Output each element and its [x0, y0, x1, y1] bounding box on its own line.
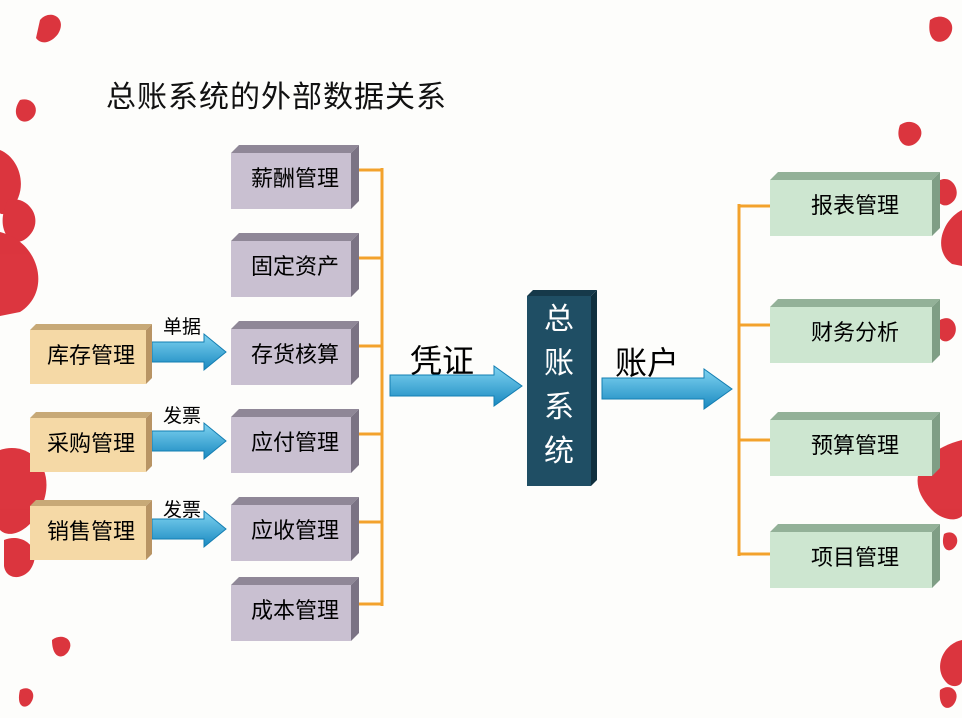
account-label: 账户 — [615, 344, 680, 382]
core-char: 系 — [544, 390, 574, 425]
module-box-cost: 成本管理 — [231, 577, 359, 641]
module-box-purchasing: 采购管理 — [30, 412, 152, 472]
module-label: 成本管理 — [250, 599, 339, 624]
module-label: 预算管理 — [810, 434, 899, 459]
arrow-label-invoice-2: 发票 — [163, 499, 202, 521]
module-label: 销售管理 — [46, 520, 135, 545]
module-label: 项目管理 — [810, 546, 899, 571]
core-char: 总 — [544, 302, 574, 337]
module-label: 应付管理 — [250, 431, 339, 456]
arrow-left-1 — [151, 332, 227, 372]
module-label: 存货核算 — [250, 343, 339, 368]
diagram-title: 总账系统的外部数据关系 — [106, 80, 447, 115]
module-label: 库存管理 — [46, 344, 135, 369]
module-box-inventory: 库存管理 — [30, 324, 152, 384]
module-box-financial-analysis: 财务分析 — [770, 299, 940, 363]
module-label: 报表管理 — [810, 194, 899, 219]
arrow-left-2 — [151, 421, 227, 461]
module-label: 财务分析 — [810, 321, 899, 346]
account-arrow — [601, 368, 733, 410]
general-ledger-box — [527, 290, 597, 486]
voucher-arrow — [389, 365, 523, 407]
module-box-fixed-assets: 固定资产 — [231, 233, 359, 297]
module-box-payables: 应付管理 — [231, 409, 359, 473]
module-box-budgeting: 预算管理 — [770, 412, 940, 476]
module-label: 薪酬管理 — [250, 167, 339, 192]
module-box-payroll: 薪酬管理 — [231, 145, 359, 209]
arrow-left-3 — [151, 509, 227, 549]
module-box-receivables: 应收管理 — [231, 497, 359, 561]
module-label: 采购管理 — [46, 432, 135, 457]
core-char: 账 — [544, 346, 574, 381]
core-char: 统 — [544, 434, 574, 469]
module-box-inventory-accounting: 存货核算 — [231, 321, 359, 385]
module-box-reporting: 报表管理 — [770, 172, 940, 236]
general-ledger-label: 总 账 系 统 — [527, 298, 591, 474]
module-label: 应收管理 — [250, 519, 339, 544]
module-box-sales: 销售管理 — [30, 500, 152, 560]
module-label: 固定资产 — [250, 255, 339, 280]
arrow-label-invoice-1: 发票 — [163, 405, 202, 427]
arrow-label-documents: 单据 — [163, 316, 202, 338]
voucher-label: 凭证 — [410, 342, 475, 380]
module-box-project: 项目管理 — [770, 524, 940, 588]
